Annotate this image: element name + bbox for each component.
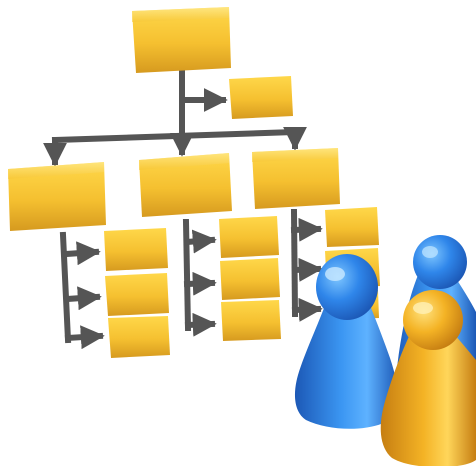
connector-lines bbox=[43, 69, 323, 350]
box-level2-right bbox=[252, 148, 340, 209]
center-arrow-3 bbox=[184, 312, 217, 337]
box-level2-left bbox=[8, 162, 106, 231]
box-left-sub-2 bbox=[105, 273, 169, 316]
left-arrow-3 bbox=[64, 325, 105, 350]
box-left-sub-3 bbox=[108, 316, 170, 358]
center-column-spine bbox=[182, 218, 192, 332]
center-arrow-2 bbox=[183, 271, 217, 296]
left-arrow-2 bbox=[63, 286, 102, 311]
box-center-sub-2 bbox=[220, 258, 280, 300]
pawn-yellow bbox=[380, 290, 476, 466]
right-arrow-3 bbox=[291, 297, 323, 322]
left-arrow-1 bbox=[62, 241, 101, 266]
left-column-spine bbox=[59, 231, 72, 344]
box-assistant bbox=[229, 76, 293, 119]
box-level2-center bbox=[139, 153, 232, 217]
box-center-sub-3 bbox=[221, 300, 281, 341]
pawns bbox=[294, 235, 476, 466]
right-arrow-2 bbox=[291, 257, 323, 282]
box-left-sub-1 bbox=[104, 228, 168, 271]
box-top bbox=[132, 7, 231, 73]
center-arrow-1 bbox=[183, 229, 217, 254]
branch-bar-connector bbox=[51, 128, 299, 144]
pawn-blue-front bbox=[294, 254, 398, 429]
box-center-sub-1 bbox=[219, 216, 279, 258]
box-right-sub-1 bbox=[325, 207, 379, 247]
right-arrow-1 bbox=[290, 217, 323, 242]
